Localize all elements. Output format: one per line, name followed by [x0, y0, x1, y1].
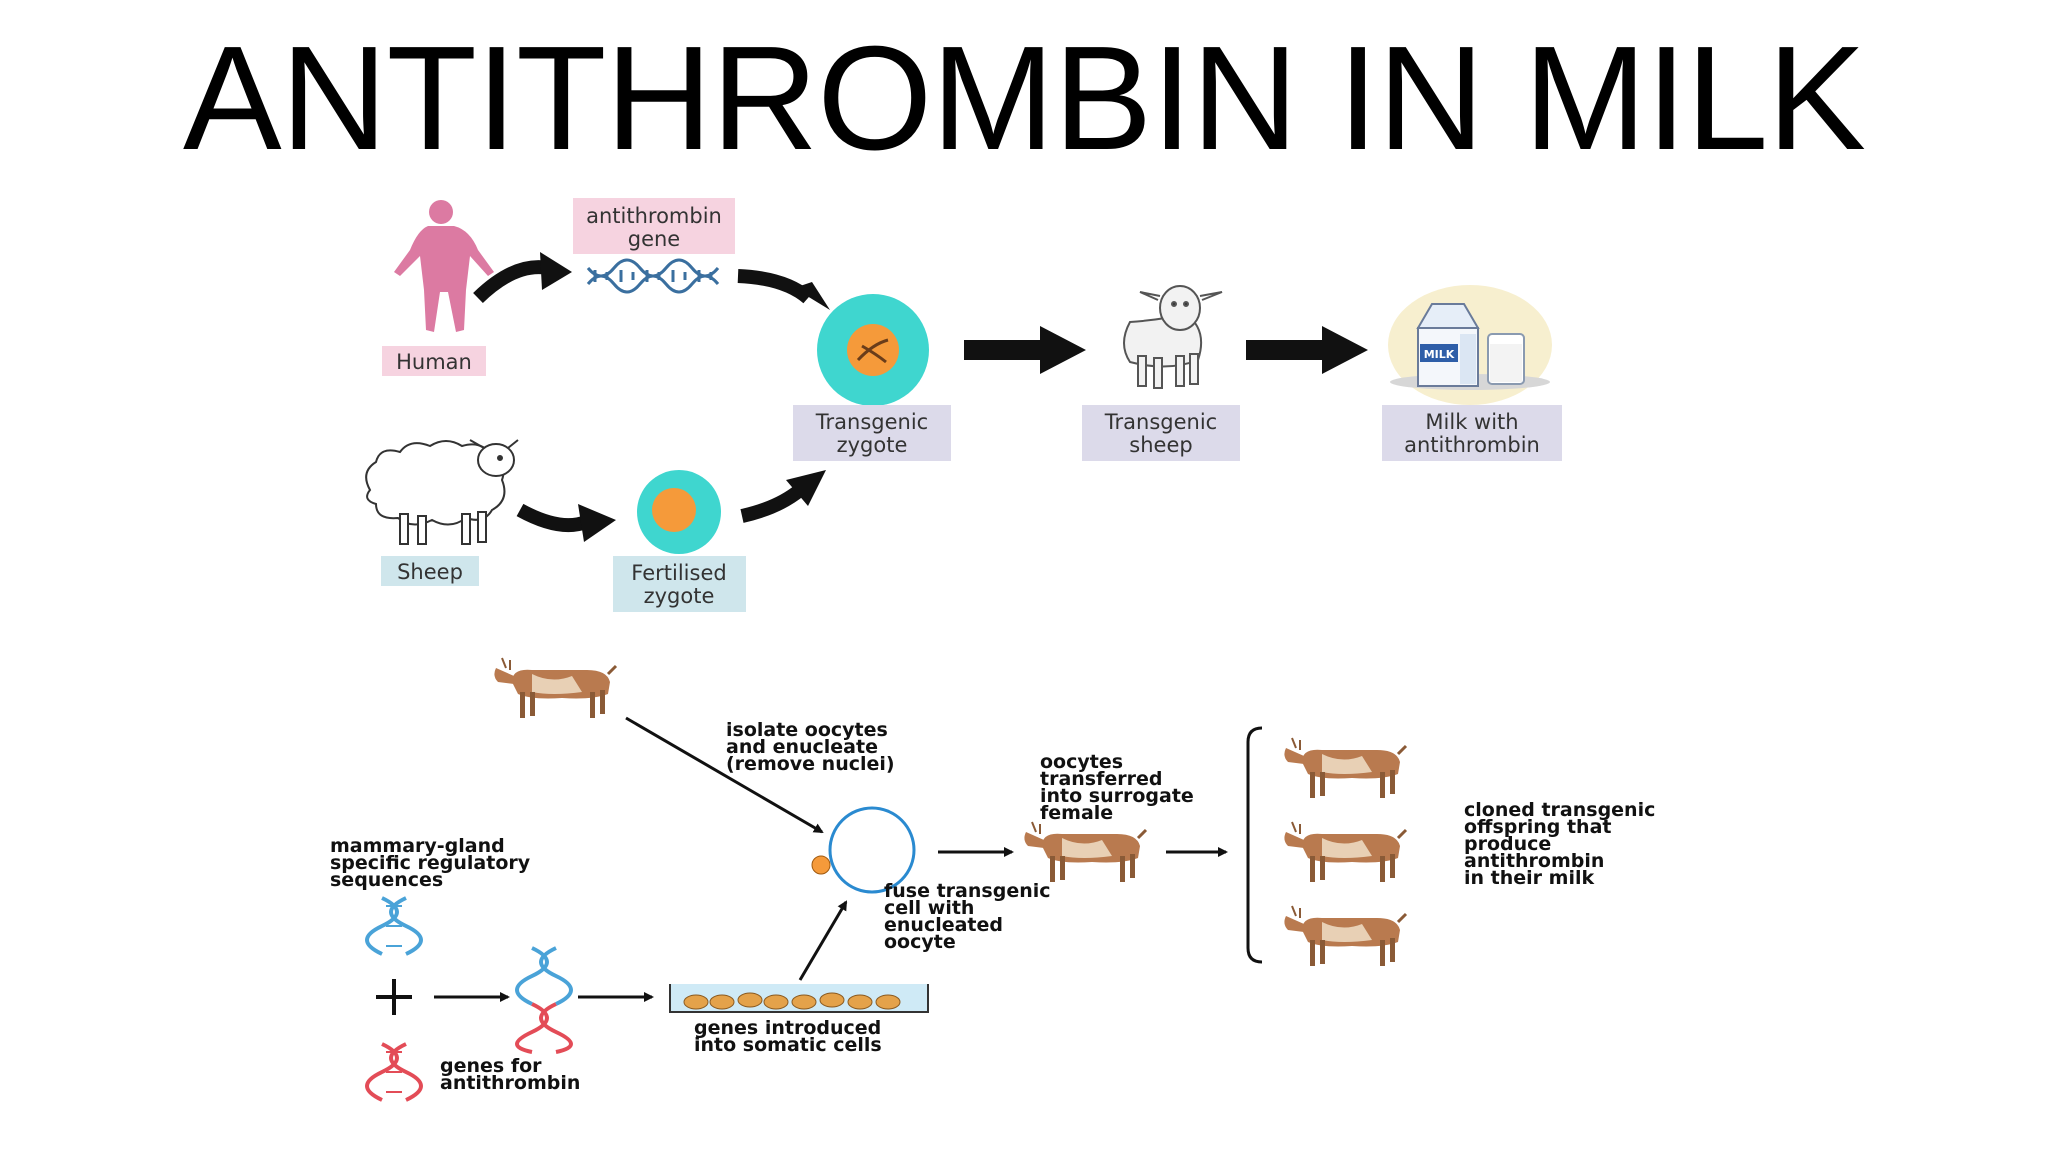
transgenic-sheep-label-line2: sheep [1129, 433, 1192, 457]
sheep-icon [365, 439, 519, 545]
fertilised-zygote-label-line1: Fertilised [631, 561, 726, 585]
offspring-goat-icon [1282, 820, 1408, 884]
arrow-sheep-to-fertilised [516, 503, 616, 542]
arrow-human-to-gene [473, 252, 572, 304]
offspring-goat-icon [1282, 904, 1408, 968]
transgenic-sheep-label-line1: Transgenic [1104, 410, 1217, 434]
milk-glass-icon [1487, 333, 1525, 385]
milk-carton-icon: MILK [1388, 285, 1552, 405]
mammary-gland-note: mammary-gland specific regulatory sequen… [330, 835, 537, 891]
transgenic-zygote-cell-icon [817, 294, 929, 406]
combined-dna-icon [515, 946, 573, 1054]
fuse-note: fuse transgenic cell with enucleated ooc… [884, 880, 1057, 953]
human-figure-icon [394, 200, 494, 332]
arrow-fertilised-to-transgenic [740, 470, 826, 523]
transgenic-zygote-label-line2: zygote [837, 433, 908, 457]
genes-introduced-note: genes introduced into somatic cells [694, 1017, 888, 1056]
fertilised-zygote-cell-icon [637, 470, 721, 554]
human-label-box [382, 346, 486, 376]
dna-helix-icon [586, 258, 720, 294]
antithrombin-dna-icon [365, 1042, 423, 1102]
milk-label-line2: antithrombin [1404, 433, 1540, 457]
sheep-label-box [381, 556, 479, 586]
transgenic-zygote-label-line1: Transgenic [815, 410, 928, 434]
genes-for-note: genes for antithrombin [440, 1055, 580, 1094]
arrow-gene-to-zygote [737, 269, 830, 310]
offspring-goat-icon [1282, 736, 1408, 800]
arrow-sheep-to-milk [1246, 326, 1368, 374]
transgenic-zygote-label-box [793, 405, 951, 461]
enucleated-oocyte-icon [811, 806, 916, 894]
plus-icon [376, 979, 412, 1015]
fertilised-zygote-label-line2: zygote [644, 584, 715, 608]
gene-label-line2: gene [628, 227, 680, 251]
cloned-offspring-note: cloned transgenic offspring that produce… [1464, 799, 1662, 889]
transgenic-sheep-icon [1123, 285, 1223, 389]
transgenic-sheep-label-box [1082, 405, 1240, 461]
isolate-note: isolate oocytes and enucleate (remove nu… [726, 719, 895, 775]
gene-label-line1: antithrombin [586, 204, 722, 228]
arrow-dish-to-oocyte [798, 900, 848, 981]
sheep-label: Sheep [397, 560, 463, 584]
oocytes-transferred-note: oocytes transferred into surrogate femal… [1040, 751, 1200, 824]
page-title: ANTITHROMBIN IN MILK [182, 16, 1866, 181]
fertilised-zygote-label-box [613, 556, 746, 612]
donor-goat-icon [492, 656, 618, 720]
regulatory-dna-icon [365, 896, 423, 956]
offspring-bracket [1246, 726, 1263, 964]
gene-label-box [573, 198, 735, 254]
milk-label-line1: Milk with [1425, 410, 1518, 434]
arrow-goat-to-oocyte [625, 716, 824, 834]
milk-label-box [1382, 405, 1562, 461]
somatic-cell-dish-icon [669, 984, 929, 1013]
human-label: Human [396, 350, 472, 374]
surrogate-goat-icon [1022, 820, 1148, 884]
arrow-zygote-to-sheep [964, 326, 1086, 374]
milk-carton-label: MILK [1424, 348, 1455, 361]
